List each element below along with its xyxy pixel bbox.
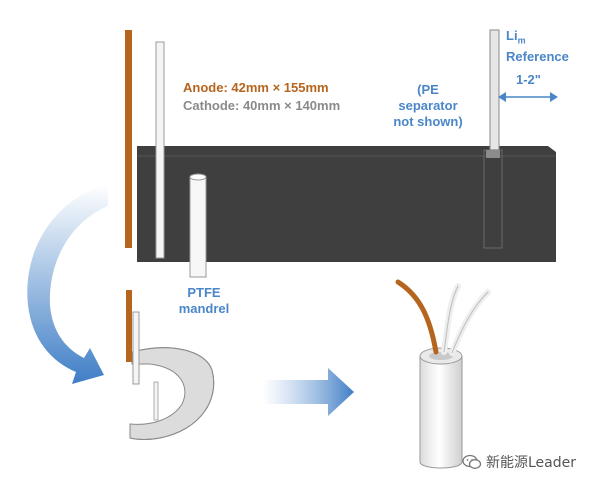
- reference-word: Reference: [506, 48, 569, 64]
- lithium-reference-electrode: [483, 29, 503, 249]
- distance-arrow: [498, 92, 558, 102]
- reference-li-text: Li: [506, 28, 518, 43]
- cathode-strip: [155, 41, 165, 259]
- distance-label: 1-2": [516, 72, 541, 87]
- winding-in-progress: [126, 290, 215, 440]
- wound-cell-cylinder: [395, 279, 491, 469]
- cathode-dimension-label: Cathode: 40mm × 140mm: [183, 98, 341, 113]
- separator-note-line1: (PE: [417, 82, 439, 97]
- curved-winding-arrow: [27, 184, 108, 384]
- reference-subscript: m: [517, 35, 526, 46]
- separator-note-line2: separator: [398, 98, 458, 113]
- ptfe-mandrel-rod: [189, 173, 207, 278]
- watermark: 新能源Leader: [462, 452, 576, 472]
- separator-note: (PE separator not shown): [378, 82, 478, 130]
- separator-note-line3: not shown): [393, 114, 463, 129]
- mandrel-label: PTFE mandrel: [174, 285, 234, 317]
- reference-electrode-label: Lim Reference: [506, 28, 569, 65]
- watermark-text: 新能源Leader: [486, 455, 577, 471]
- mandrel-label-line1: PTFE: [187, 285, 221, 300]
- mandrel-label-line2: mandrel: [178, 301, 230, 316]
- anode-dimension-label: Anode: 42mm × 155mm: [183, 80, 329, 95]
- anode-strip: [125, 30, 132, 248]
- process-arrow: [262, 368, 354, 416]
- wechat-icon: [462, 454, 482, 469]
